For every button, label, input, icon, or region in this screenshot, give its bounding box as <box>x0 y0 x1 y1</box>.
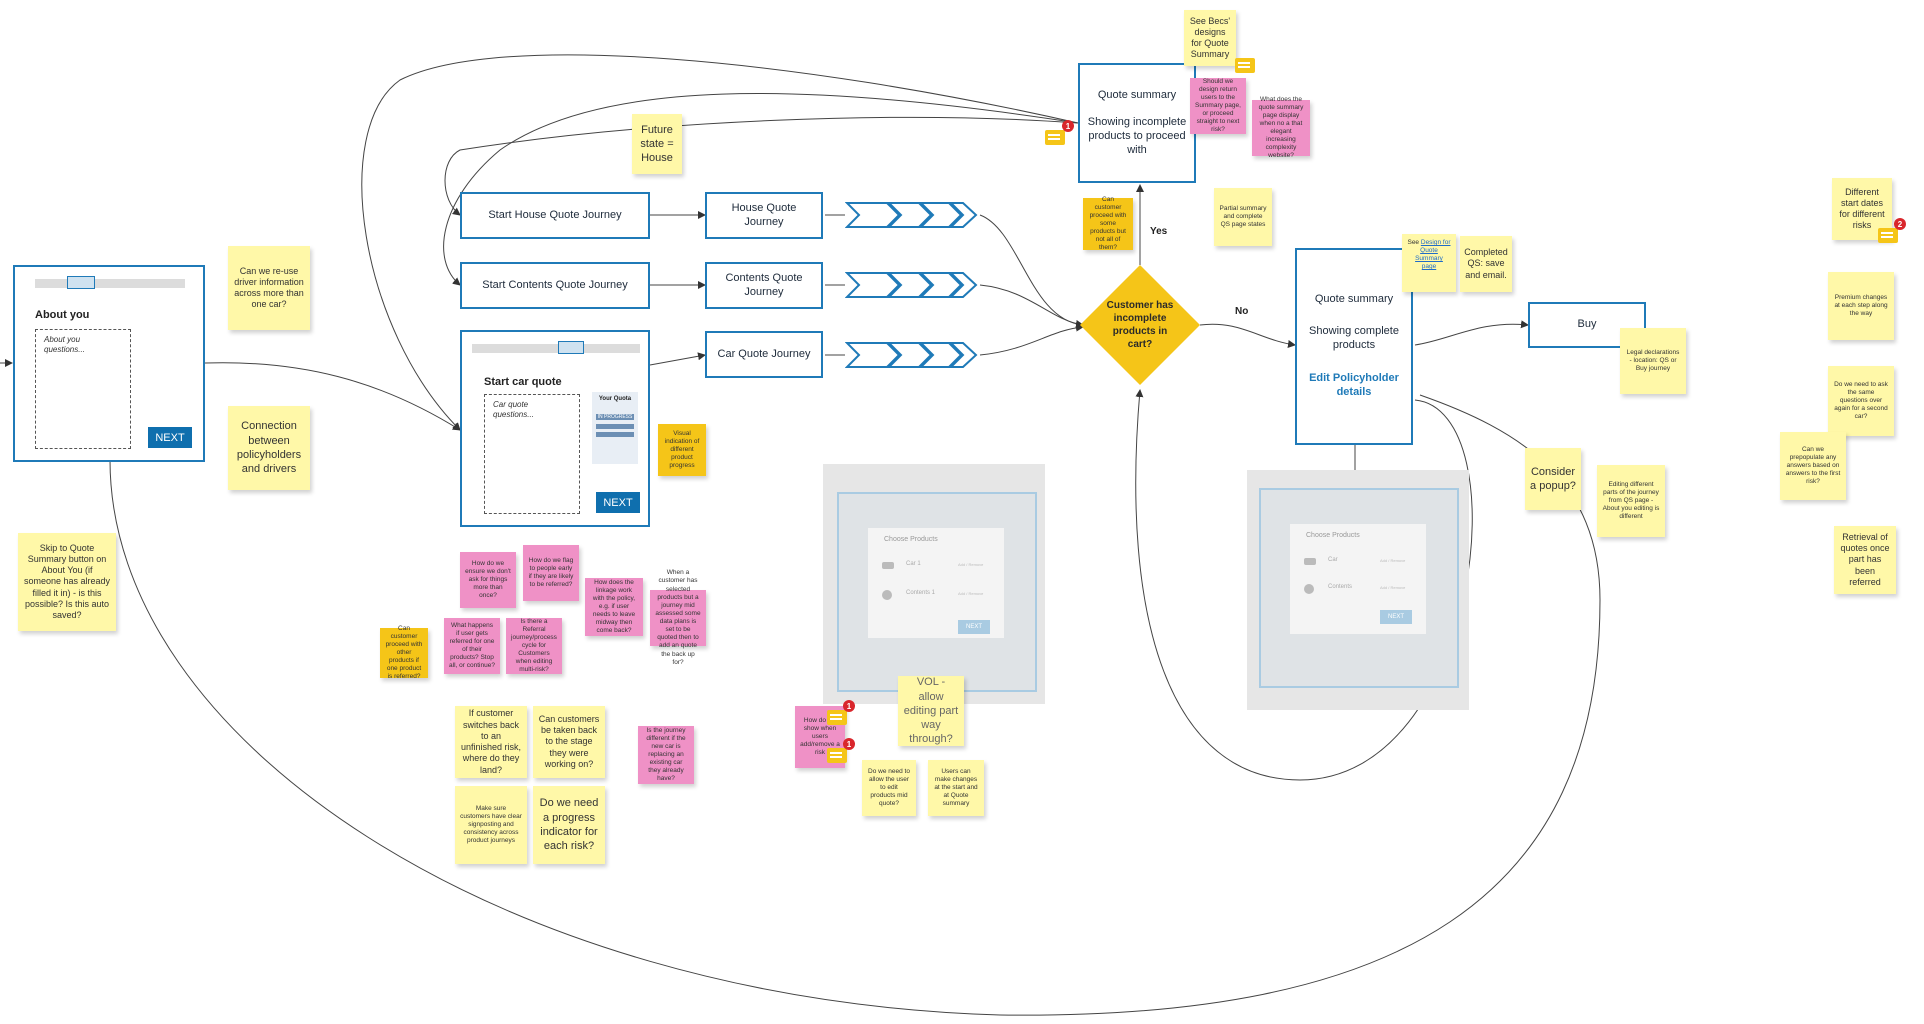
house-quote-journey-box: House Quote Journey <box>705 192 823 239</box>
progress-bar <box>35 279 185 288</box>
note-journey-different: Is the journey different if the new car … <box>638 726 694 784</box>
decision-text: Customer has incomplete products in cart… <box>1106 300 1174 350</box>
note-retrieval: Retrieval of quotes once part has been r… <box>1834 526 1896 594</box>
item-contents-1: Contents 1 <box>906 590 936 596</box>
your-quote-title: Your Quota <box>598 396 632 402</box>
note-see-design-link[interactable]: See Design for Quote Summary page <box>1402 234 1456 292</box>
note-should-we-design: Should we design return users to the Sum… <box>1190 78 1246 134</box>
contents-icon <box>1304 584 1314 594</box>
start-contents-quote-box: Start Contents Quote Journey <box>460 262 650 309</box>
car-chevrons-icon <box>845 342 978 368</box>
car-quote-journey-box: Car Quote Journey <box>705 331 823 378</box>
house-chevrons-icon <box>845 202 978 228</box>
comment-count-badge: 1 <box>1062 120 1074 132</box>
diamond-shape <box>1080 265 1200 385</box>
comment-icon[interactable] <box>1045 130 1065 145</box>
comment-icon[interactable] <box>1235 58 1255 73</box>
note-when-customer: When a customer has selected products bu… <box>650 569 706 666</box>
note-completed-qs: Completed QS: save and email. <box>1460 236 1512 292</box>
car-quote-next-button[interactable]: NEXT <box>596 492 640 513</box>
note-can-customer-proceed-other: Can customer proceed with other products… <box>380 625 428 680</box>
note-ensure-not-ask: How do we ensure we don't ask for things… <box>460 552 516 608</box>
progress-indicator <box>67 276 95 289</box>
note-editing-parts: Editing different parts of the journey f… <box>1597 465 1665 537</box>
comment-icon[interactable] <box>827 710 847 725</box>
note-future-state: Future state = House <box>632 114 682 174</box>
contents-quote-journey-box: Contents Quote Journey <box>705 262 823 309</box>
in-progress-badge: IN PROGRESS <box>596 414 634 420</box>
choose-products-title-2: Choose Products <box>1306 532 1360 539</box>
comment-icon[interactable] <box>1878 228 1898 243</box>
mockup-next-button-2[interactable]: NEXT <box>1380 610 1412 624</box>
note-legal-declarations: Legal declarations - location: QS or Buy… <box>1620 328 1686 394</box>
item-contents-2: Contents <box>1328 584 1353 590</box>
design-link[interactable]: Design for Quote Summary page <box>1415 239 1451 271</box>
start-house-quote-box: Start House Quote Journey <box>460 192 650 239</box>
comment-icon[interactable] <box>827 748 847 763</box>
choose-products-mockup-2: Choose Products Car Add / Remove Content… <box>1247 470 1469 710</box>
note-clear-signposting: Make sure customers have clear signposti… <box>455 786 527 864</box>
contents-icon <box>882 590 892 600</box>
add-remove-2[interactable]: Add / Remove <box>958 591 984 596</box>
comment-count-badge: 1 <box>843 700 855 712</box>
edit-policyholder-link[interactable]: Edit Policyholder details <box>1309 372 1399 399</box>
note-users-changes: Users can make changes at the start and … <box>928 760 984 816</box>
note-prepopulate: Can we prepopulate any answers based on … <box>1780 432 1846 500</box>
note-consider-popup: Consider a popup? <box>1525 448 1581 510</box>
contents-chevrons-icon <box>845 272 978 298</box>
qs-complete-title: Quote summary <box>1314 293 1394 306</box>
about-you-questions: About you questions... <box>35 329 131 449</box>
note-connection: Connection between policyholders and dri… <box>228 406 310 490</box>
note-what-happens: What happens if user gets referred for o… <box>444 618 500 674</box>
qs-complete-body: Showing complete products <box>1309 324 1399 351</box>
car-icon <box>1304 558 1316 565</box>
add-remove-3[interactable]: Add / Remove <box>1380 558 1406 563</box>
see-prefix: See <box>1407 239 1420 246</box>
car-quote-questions: Car quote questions... <box>484 394 580 514</box>
choose-products-title-1: Choose Products <box>884 536 938 543</box>
note-becs-designs: See Becs' designs for Quote Summary <box>1184 10 1236 66</box>
mockup-next-button-1[interactable]: NEXT <box>958 620 990 634</box>
note-diff-start-dates: Different start dates for different risk… <box>1832 178 1892 240</box>
car-icon <box>882 562 894 569</box>
about-you-title: About you <box>35 309 90 321</box>
note-vol-allow: VOL - allow editing part way through? <box>898 676 964 746</box>
quote-summary-complete-box: Quote summary Showing complete products … <box>1295 248 1413 445</box>
note-taken-back: Can customers be taken back to the stage… <box>533 706 605 778</box>
item-car-2: Car <box>1328 557 1338 563</box>
item-car-1: Car 1 <box>906 561 921 567</box>
note-what-does-quote: What does the quote summary page display… <box>1252 96 1310 159</box>
note-progress-indicator: Do we need a progress indicator for each… <box>533 786 605 864</box>
choose-products-mockup-1: Choose Products Car 1 Add / Remove Conte… <box>823 464 1045 704</box>
car-quote-title: Start car quote <box>484 376 562 388</box>
quote-summary-incomplete-box: Quote summary Showing incomplete product… <box>1078 63 1196 183</box>
your-quote-panel: Your Quota IN PROGRESS <box>592 392 638 464</box>
note-flag-people: How do we flag to people early if they a… <box>523 545 579 601</box>
note-allow-edit: Do we need to allow the user to edit pro… <box>862 760 916 816</box>
no-label: No <box>1235 306 1249 317</box>
note-skip-quote: Skip to Quote Summary button on About Yo… <box>18 533 116 631</box>
note-visual-indication: Visual indication of different product p… <box>658 424 706 476</box>
comment-count-badge: 1 <box>843 738 855 750</box>
yes-label: Yes <box>1150 226 1168 237</box>
about-you-next-button[interactable]: NEXT <box>148 427 192 448</box>
progress-bar <box>472 344 640 353</box>
note-how-does-linked: How does the linkage work with the polic… <box>585 578 643 636</box>
comment-count-badge: 2 <box>1894 218 1906 230</box>
note-can-customer-proceed: Can customer proceed with some products … <box>1083 196 1133 251</box>
add-remove-1[interactable]: Add / Remove <box>958 562 984 567</box>
progress-indicator <box>558 341 584 354</box>
note-ask-same: Do we need to ask the same questions ove… <box>1828 366 1894 436</box>
add-remove-4[interactable]: Add / Remove <box>1380 585 1406 590</box>
note-referral-journey: Is there a Referral journey/process cycl… <box>506 618 562 674</box>
about-you-frame: About you About you questions... NEXT <box>13 265 205 462</box>
decision-diamond: Customer has incomplete products in cart… <box>1080 265 1200 385</box>
note-premium-changes: Premium changes at each step along the w… <box>1828 272 1894 340</box>
car-quote-frame: Start car quote Car quote questions... Y… <box>460 330 650 527</box>
note-reuse-driver: Can we re-use driver information across … <box>228 246 310 330</box>
note-switches-back: If customer switches back to an unfinish… <box>455 706 527 778</box>
note-partial-summary: Partial summary and complete QS page sta… <box>1214 188 1272 246</box>
